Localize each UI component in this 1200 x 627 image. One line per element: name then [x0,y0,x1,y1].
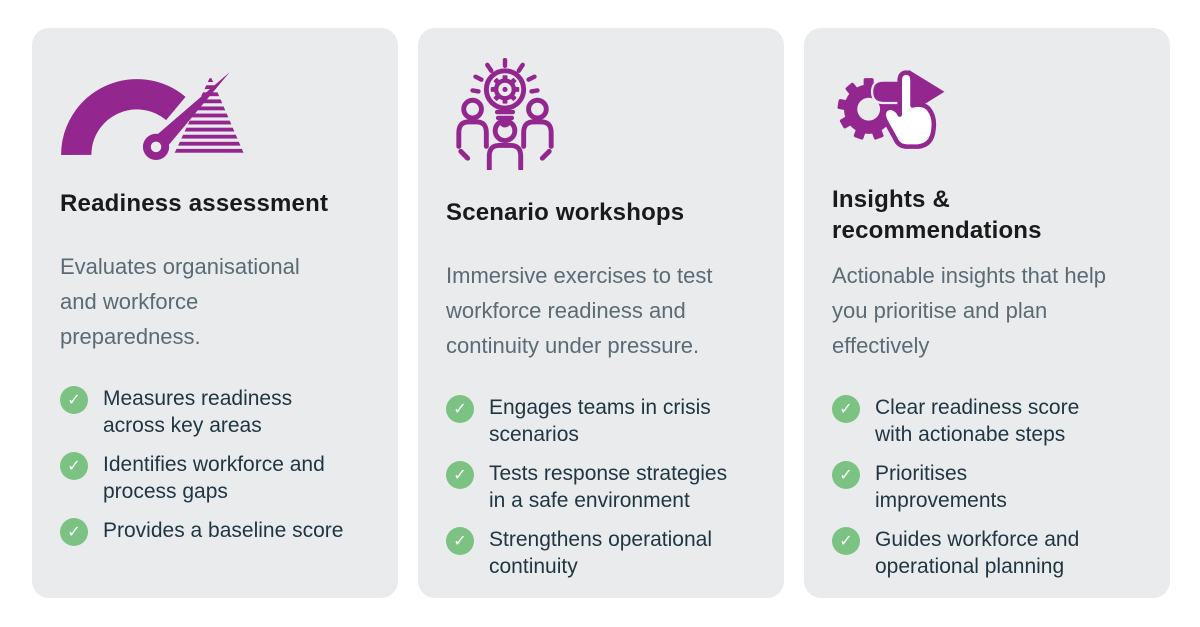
bullet-item: ✓ Measures readiness across key areas [60,385,370,439]
check-icon: ✓ [446,461,474,489]
check-icon: ✓ [832,461,860,489]
card-description: Evaluates organisational and workforce p… [60,254,300,349]
card-title: Scenario workshops [446,199,685,226]
bullet-text: Strengthens operational continuity [489,528,712,578]
card-scenario-workshops: Scenario workshops Immersive exercises t… [418,28,784,598]
card-insights-recommendations: Insights & recommendations Actionable in… [804,28,1170,598]
card-readiness-assessment: Readiness assessment Evaluates organisat… [32,28,398,598]
bullet-text: Measures readiness across key areas [103,387,293,437]
bullet-text: Identifies workforce and process gaps [103,453,325,503]
bullet-item: ✓ Engages teams in crisis scenarios [446,394,756,448]
bullet-item: ✓ Clear readiness score with actionabe s… [832,394,1142,448]
bullet-item: ✓ Identifies workforce and process gaps [60,451,370,505]
check-icon: ✓ [60,518,88,546]
card-description: Immersive exercises to test workforce re… [446,263,713,358]
bullet-text: Engages teams in crisis scenarios [489,396,711,446]
bullet-list: ✓ Engages teams in crisis scenarios ✓ Te… [446,394,756,580]
bullet-item: ✓ Strengthens operational continuity [446,526,756,580]
check-icon: ✓ [60,452,88,480]
bullet-item: ✓ Tests response strategies in a safe en… [446,460,756,514]
check-icon: ✓ [832,527,860,555]
gear-hand-arrow-icon [832,58,1142,153]
card-title: Readiness assessment [60,190,329,217]
bullet-item: ✓ Provides a baseline score [60,517,370,546]
card-description: Actionable insights that help you priori… [832,263,1106,358]
bullet-text: Tests response strategies in a safe envi… [489,462,728,512]
check-icon: ✓ [60,386,88,414]
check-icon: ✓ [832,395,860,423]
card-title: Insights & recommendations [832,186,1042,244]
team-brainstorm-icon [446,58,756,170]
bullet-text: Guides workforce and operational plannin… [875,528,1080,578]
bullet-list: ✓ Measures readiness across key areas ✓ … [60,385,370,546]
bullet-item: ✓ Prioritises improvements [832,460,1142,514]
check-icon: ✓ [446,395,474,423]
bullet-text: Provides a baseline score [103,519,344,542]
gauge-icon [60,58,370,161]
bullet-list: ✓ Clear readiness score with actionabe s… [832,394,1142,580]
bullet-text: Clear readiness score with actionabe ste… [875,396,1080,446]
bullet-item: ✓ Guides workforce and operational plann… [832,526,1142,580]
check-icon: ✓ [446,527,474,555]
bullet-text: Prioritises improvements [875,462,1007,512]
